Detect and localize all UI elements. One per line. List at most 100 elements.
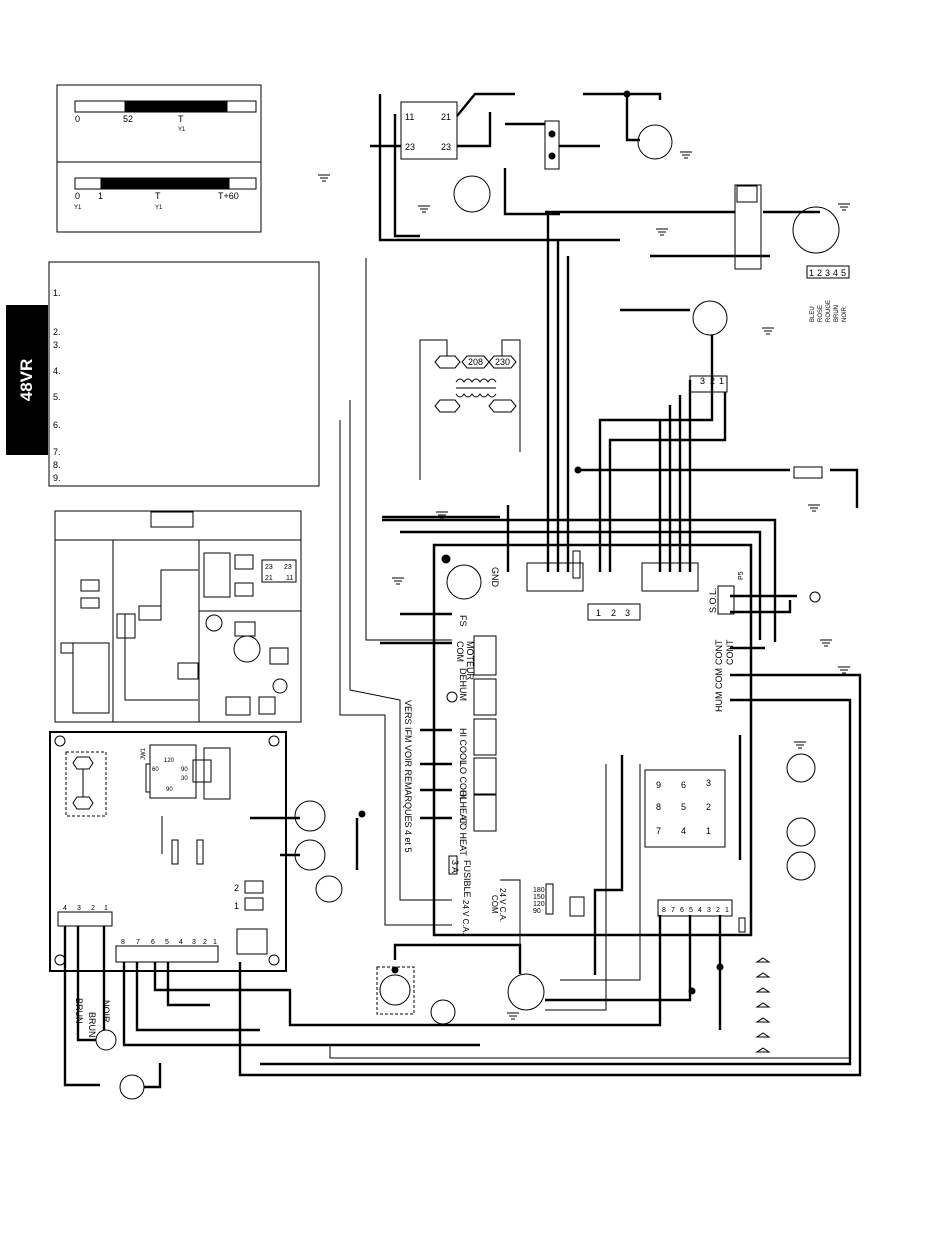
- ign-bot-6: 6: [151, 939, 155, 946]
- timing-bottom-sub-start: Y1: [74, 205, 82, 211]
- com-motor-label: COM: [455, 641, 465, 662]
- ign-top-1: 1: [104, 905, 108, 912]
- plug-2: 2: [710, 376, 715, 386]
- relay-terminal-21: 21: [441, 112, 451, 122]
- dial-120: 120: [164, 758, 175, 764]
- ign-top-2: 2: [91, 905, 95, 912]
- plug-3: 3: [700, 376, 705, 386]
- main-control-board: [432, 543, 753, 937]
- layout-23b: 23: [284, 564, 292, 571]
- vac-com-label: 24 V C.A.: [498, 888, 507, 922]
- p5-label: P5: [738, 571, 745, 580]
- timer-180: 180: [533, 887, 545, 894]
- lo-heat-label: LO HEAT: [458, 818, 468, 856]
- note-1: 1.: [53, 288, 61, 298]
- timing-bottom-a: 1: [98, 191, 103, 201]
- ign-bot-2: 2: [203, 939, 207, 946]
- ifm-side-note: VERS IFM VOIR REMARQUES 4 et 5: [403, 700, 413, 853]
- conn-5: 5: [681, 802, 686, 812]
- timer-150: 150: [533, 894, 545, 901]
- hi-cool-label: HI COOL: [458, 728, 468, 765]
- gnd-label: GND: [490, 567, 500, 588]
- dial-90a: 90: [181, 767, 188, 773]
- timing-top-sub: Y1: [178, 127, 186, 133]
- relay-terminal-23a: 23: [405, 142, 415, 152]
- motor-label: MOTEUR: [465, 641, 475, 680]
- note-7: 7.: [53, 447, 61, 457]
- notes-box: [48, 261, 320, 487]
- ign-bot-3: 3: [192, 939, 196, 946]
- fuse-link: [793, 466, 823, 479]
- conn-3: 3: [706, 778, 711, 788]
- component-layout: [54, 510, 302, 723]
- wire-bleu: BLEU: [810, 306, 816, 322]
- jw1-label: JW1: [141, 747, 147, 760]
- timing-top-mid: 52: [123, 114, 133, 124]
- ignition-board: [49, 731, 287, 972]
- wire-brun: BRUN: [834, 305, 840, 322]
- fuse-rating: 3 A: [450, 860, 460, 873]
- timer-120: 120: [533, 901, 545, 908]
- lead-brun-2: BRUN: [87, 1012, 97, 1038]
- note-4: 4.: [53, 366, 61, 376]
- tstat-2: 2: [716, 907, 720, 914]
- fs-label: FS: [458, 615, 468, 627]
- wire-rose: ROSE: [818, 305, 824, 322]
- motor-pin-5: 5: [841, 268, 846, 278]
- ign-bot-4: 4: [179, 939, 183, 946]
- ign-top-4: 4: [63, 905, 67, 912]
- motor-pin-1: 1: [809, 268, 814, 278]
- conn-8: 8: [656, 802, 661, 812]
- conn-6: 6: [681, 780, 686, 790]
- lead-brun-1: BRUN: [74, 998, 84, 1024]
- wires: [63, 92, 862, 1089]
- relay-block: [400, 101, 458, 160]
- ign-bot-7: 7: [136, 939, 140, 946]
- vac-com-sub: COM: [490, 895, 499, 914]
- section-tab: 48VR: [6, 305, 48, 455]
- note-6: 6.: [53, 420, 61, 430]
- tstat-3: 3: [707, 907, 711, 914]
- note-3: 3.: [53, 340, 61, 350]
- relay-terminal-11: 11: [405, 112, 414, 122]
- ign-bot-8: 8: [121, 939, 125, 946]
- plug-1: 1: [719, 376, 724, 386]
- dehum-label: DEHUM: [458, 668, 468, 701]
- dial-90b: 90: [166, 787, 173, 793]
- tstat-7: 7: [671, 907, 675, 914]
- timing-top-start: 0: [75, 114, 80, 124]
- timing-top-end: T: [178, 114, 184, 124]
- ign-pin-2: 2: [234, 883, 239, 893]
- timer-90: 90: [533, 908, 541, 915]
- layout-23a: 23: [265, 564, 273, 571]
- conn-7: 7: [656, 826, 661, 836]
- wire-noir: NOIR: [842, 306, 848, 322]
- conn-4: 4: [681, 826, 686, 836]
- note-5: 5.: [53, 392, 61, 402]
- capacitor: [544, 120, 560, 170]
- tstat-5: 5: [689, 907, 693, 914]
- ground-symbols: [318, 151, 850, 1020]
- ign-bot-1: 1: [213, 939, 217, 946]
- sol-label: S.O.L.: [708, 587, 718, 613]
- ign-bot-5: 5: [165, 939, 169, 946]
- thin-wires: [329, 258, 850, 1059]
- timing-bottom-mid: T: [155, 191, 161, 201]
- wire-rouge: ROUGE: [826, 300, 832, 322]
- sensor-stack: [755, 957, 771, 1053]
- vac-label: 24 V C.A.: [461, 900, 470, 934]
- com-label: COM: [455, 641, 465, 662]
- motor-pin-2: 2: [817, 268, 822, 278]
- timing-bottom-sub-mid: Y1: [155, 205, 163, 211]
- tstat-6: 6: [680, 907, 684, 914]
- hi-heat-label: HI HEAT: [458, 790, 468, 825]
- board-plug-1: 1: [596, 608, 601, 618]
- conn-9: 9: [656, 780, 661, 790]
- conn-1: 1: [706, 826, 711, 836]
- layout-21: 21: [265, 575, 273, 582]
- tap-208: 208: [468, 357, 483, 367]
- motor-plug: [806, 265, 850, 279]
- ign-top-3: 3: [77, 905, 81, 912]
- transformer: [419, 339, 521, 480]
